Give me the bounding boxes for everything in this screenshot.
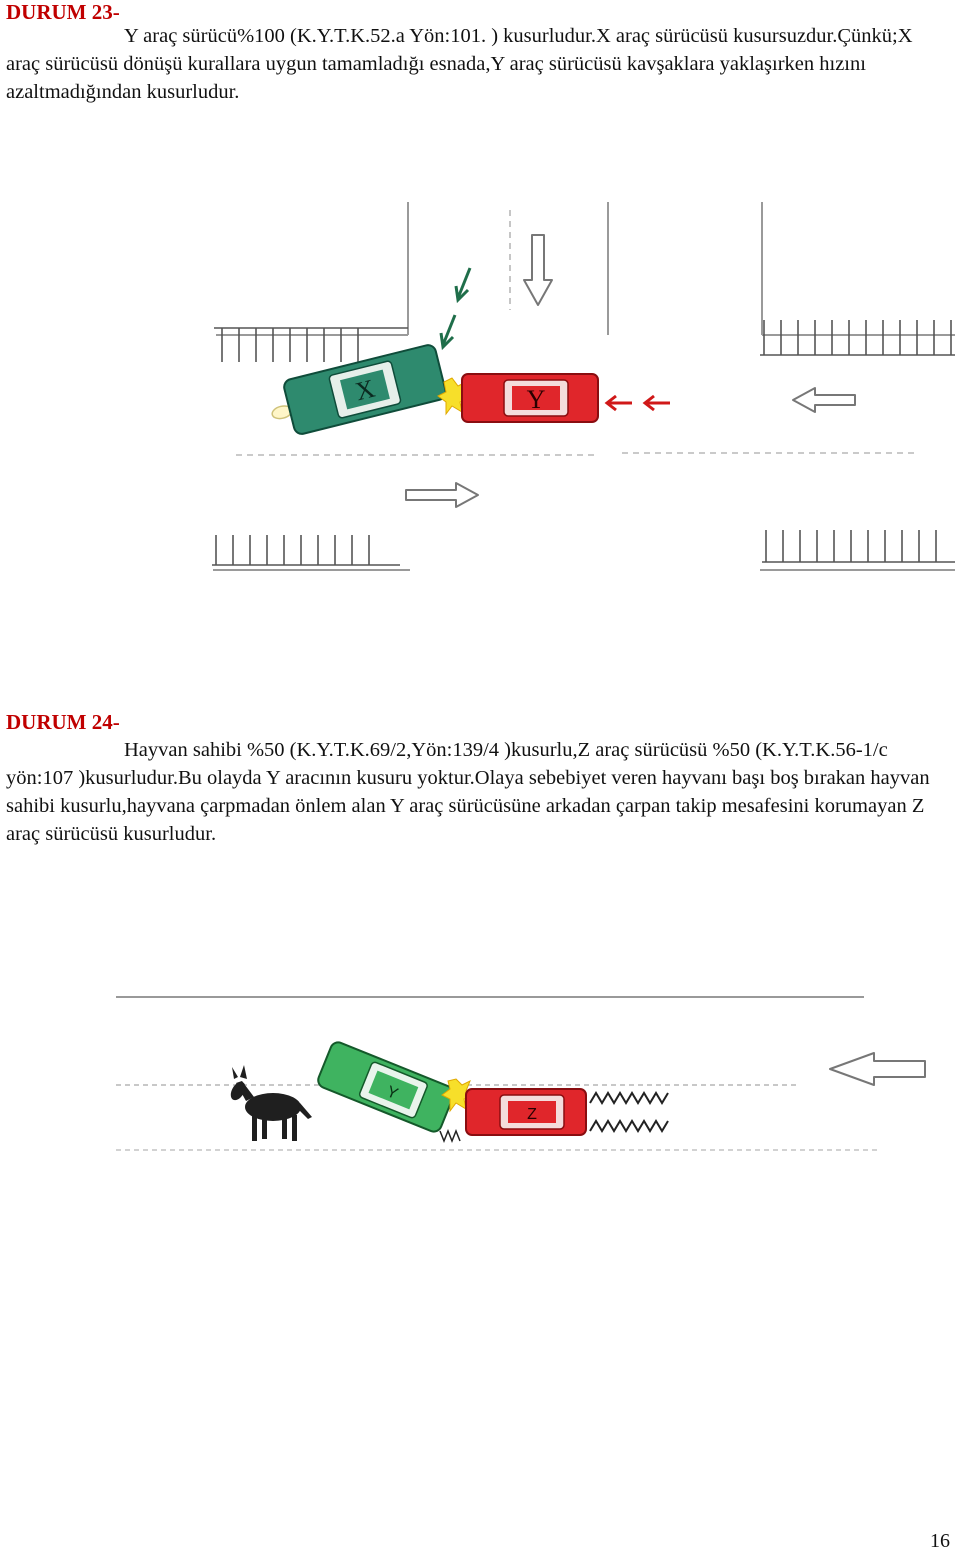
left-arrow-icon	[792, 387, 856, 413]
road-edges	[213, 202, 955, 571]
case-23-text-content: Y araç sürücü%100 (K.Y.T.K.52.a Yön:101.…	[6, 25, 913, 103]
skid-marks-y	[439, 1128, 461, 1144]
case-23-title: DURUM 23-	[6, 0, 120, 24]
left-arrow-icon	[829, 1052, 926, 1086]
right-arrow-icon	[405, 482, 479, 508]
case-24-title: DURUM 24-	[6, 710, 120, 734]
car-x: X	[271, 344, 447, 435]
case-23-text: Y araç sürücü%100 (K.Y.T.K.52.a Yön:101.…	[6, 22, 950, 106]
crosswalk-top-left	[214, 327, 408, 362]
crosswalk-bottom-left	[212, 535, 400, 566]
down-arrow-icon	[523, 234, 553, 306]
car-y-path-arrows	[604, 394, 670, 412]
car-y: Y	[317, 1041, 455, 1133]
road-diagram: Y Z	[116, 996, 926, 1151]
donkey-icon	[230, 1065, 312, 1141]
car-z: Z	[465, 1088, 587, 1136]
case-24-text: Hayvan sahibi %50 (K.Y.T.K.69/2,Yön:139/…	[6, 736, 950, 848]
intersection-diagram: X Y	[212, 202, 955, 571]
page-number: 16	[930, 1530, 950, 1552]
crosswalk-top-right	[760, 320, 955, 356]
car-x-path-arrows	[439, 267, 472, 351]
case-24-text-content: Hayvan sahibi %50 (K.Y.T.K.69/2,Yön:139/…	[6, 739, 930, 845]
car-y: Y	[461, 373, 599, 423]
center-dashes	[236, 210, 918, 456]
car-z-label: Z	[527, 1106, 537, 1123]
car-y-label: Y	[527, 385, 546, 414]
skid-marks-z	[589, 1091, 669, 1133]
crosswalk-bottom-right	[762, 530, 955, 563]
impact-burst-icon	[441, 1078, 476, 1113]
